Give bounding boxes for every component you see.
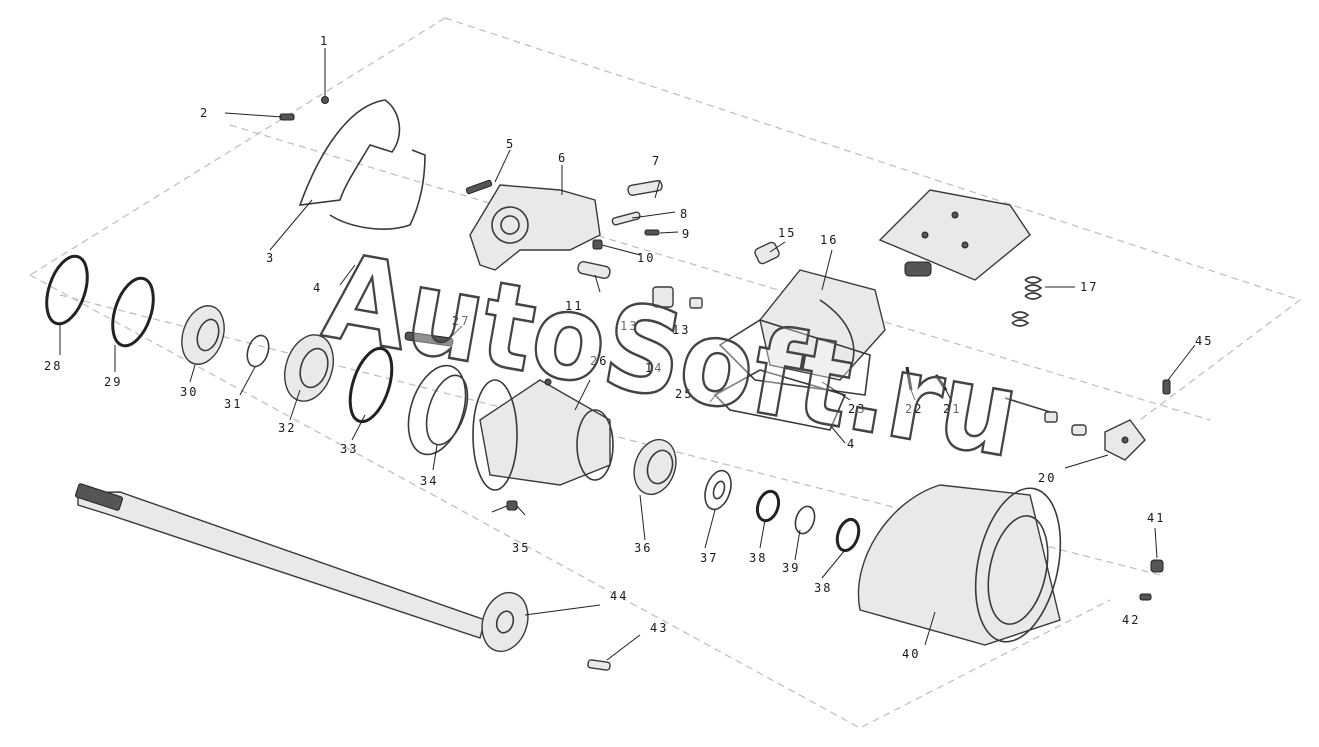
label-part-25: 25 <box>675 387 693 401</box>
label-part-38a: 38 <box>749 551 767 565</box>
label-part-36: 36 <box>634 541 652 555</box>
part-28-ring <box>45 254 89 326</box>
part-3-dust-shield <box>269 99 426 251</box>
part-11-pin <box>577 261 611 279</box>
label-part-33: 33 <box>340 442 358 456</box>
part-13-roller <box>652 286 674 308</box>
label-part-39: 39 <box>782 561 800 575</box>
part-23-shoe-table <box>713 319 871 431</box>
label-part-32: 32 <box>278 421 296 435</box>
part-41-nut <box>1150 527 1164 573</box>
part-36-bearing <box>633 438 677 496</box>
part-38-nut <box>755 489 781 523</box>
label-part-23: 23 <box>848 402 866 416</box>
label-part-26: 26 <box>590 354 608 368</box>
part-7-pin <box>627 180 663 196</box>
label-part-31: 31 <box>224 397 242 411</box>
part-44-axle-shaft <box>74 483 601 653</box>
label-part-21: 21 <box>943 402 961 416</box>
part-38b-nut <box>835 517 861 553</box>
label-part-10: 10 <box>637 251 655 265</box>
label-part-42: 42 <box>1122 613 1140 627</box>
label-part-4a: 4 <box>313 281 322 295</box>
part-34-seal <box>407 364 469 456</box>
part-9-bolt <box>644 229 660 236</box>
part-8-pin <box>611 211 641 226</box>
label-part-13b: 13 <box>672 323 690 337</box>
label-part-29: 29 <box>104 375 122 389</box>
part-number-labels: 1 2 3 4 5 6 7 8 9 10 11 13 13 14 15 16 1… <box>44 34 1213 661</box>
label-part-44: 44 <box>610 589 628 603</box>
part-30-oil-seal <box>181 305 225 365</box>
label-part-3: 3 <box>266 251 275 265</box>
part-37-washer <box>704 469 732 511</box>
brake-lining-upper <box>878 189 1031 281</box>
label-part-38b: 38 <box>814 581 832 595</box>
label-part-8: 8 <box>680 207 689 221</box>
label-part-43: 43 <box>650 621 668 635</box>
part-22-pin <box>905 366 913 391</box>
part-31-ring <box>246 334 270 368</box>
label-part-34: 34 <box>420 474 438 488</box>
part-29-ring <box>111 276 155 348</box>
label-part-37: 37 <box>700 551 718 565</box>
part-5-screw <box>465 149 511 195</box>
label-part-17: 17 <box>1080 280 1098 294</box>
label-part-11: 11 <box>565 299 583 313</box>
part-2-bolt <box>224 112 295 121</box>
part-13b-roller <box>689 297 703 309</box>
label-part-40: 40 <box>902 647 920 661</box>
part-20-bracket <box>1004 397 1146 469</box>
label-part-2: 2 <box>200 106 209 120</box>
label-part-9: 9 <box>682 227 691 241</box>
part-10-bushing <box>592 239 641 256</box>
label-part-41: 41 <box>1147 511 1165 525</box>
part-1-bolt <box>321 48 329 104</box>
part-16-brake-shoe <box>759 249 886 381</box>
part-40-brake-drum <box>857 484 1062 646</box>
label-part-5: 5 <box>506 137 515 151</box>
label-part-45: 45 <box>1195 334 1213 348</box>
label-part-6: 6 <box>558 151 567 165</box>
part-27-bolt <box>404 325 463 347</box>
label-part-28: 28 <box>44 359 62 373</box>
label-part-16: 16 <box>820 233 838 247</box>
label-part-20: 20 <box>1038 471 1056 485</box>
part-45-screw <box>1162 344 1196 395</box>
label-part-30: 30 <box>180 385 198 399</box>
part-35-nut <box>491 500 526 516</box>
part-26-axle-housing <box>472 378 614 491</box>
label-part-13a: 13 <box>620 319 638 333</box>
label-part-4b: 4 <box>847 437 856 451</box>
label-part-22: 22 <box>905 402 923 416</box>
part-43-stud <box>587 634 641 671</box>
part-21-pin <box>934 374 948 391</box>
part-42-pin <box>1139 593 1152 601</box>
label-part-7: 7 <box>652 154 661 168</box>
label-part-14: 14 <box>645 361 663 375</box>
part-17-spring <box>1011 276 1075 327</box>
part-15-cam <box>754 241 780 265</box>
label-part-27: 27 <box>452 314 470 328</box>
part-6-anchor-bracket <box>469 165 601 271</box>
part-39-lockwasher <box>794 505 816 535</box>
part-32-bearing <box>284 334 334 402</box>
leader-lines <box>59 179 953 579</box>
part-33-ring <box>348 346 394 424</box>
label-part-1: 1 <box>320 34 329 48</box>
label-part-35: 35 <box>512 541 530 555</box>
label-part-15: 15 <box>778 226 796 240</box>
